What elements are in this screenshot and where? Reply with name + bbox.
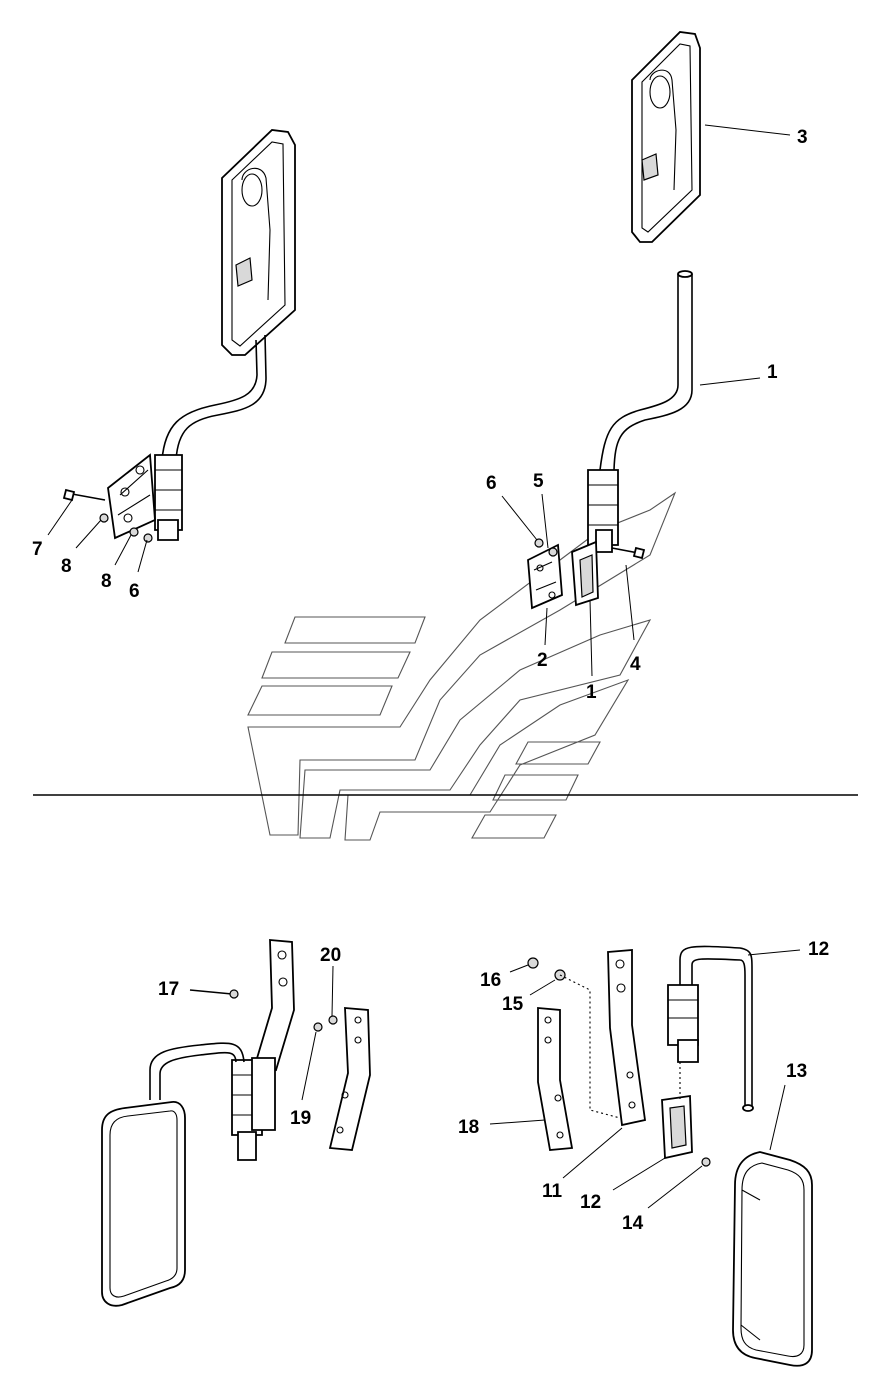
mirror-assembly-right-bottom bbox=[527, 945, 813, 1367]
callout-8: 8 bbox=[61, 556, 72, 577]
callout-6-r: 6 bbox=[486, 473, 497, 494]
mirror-assembly-left-bottom bbox=[101, 939, 371, 1307]
callouts-bottom-right: 12 16 15 13 18 11 12 14 bbox=[458, 939, 829, 1234]
callout-1-b: 1 bbox=[586, 682, 597, 703]
callout-17: 17 bbox=[158, 979, 179, 1000]
callout-8-b: 8 bbox=[101, 571, 112, 592]
callout-16: 16 bbox=[480, 970, 501, 991]
callout-15: 15 bbox=[502, 994, 524, 1015]
callout-3: 3 bbox=[797, 127, 808, 148]
callout-19: 19 bbox=[290, 1108, 311, 1129]
callout-5: 5 bbox=[533, 471, 544, 492]
mirror-arm-right-top bbox=[527, 270, 693, 610]
callout-1: 1 bbox=[767, 362, 778, 383]
callout-14: 14 bbox=[622, 1213, 644, 1234]
mirror-head-right-top bbox=[631, 31, 701, 243]
callouts-top-right: 3 1 6 5 2 4 1 bbox=[486, 127, 808, 703]
watermark-logo bbox=[247, 491, 677, 841]
leader-lines bbox=[47, 124, 801, 1209]
callout-2: 2 bbox=[537, 650, 548, 671]
callout-13: 13 bbox=[786, 1061, 807, 1082]
callout-12-b: 12 bbox=[580, 1192, 601, 1213]
callout-12: 12 bbox=[808, 939, 829, 960]
callouts-bottom-left: 17 20 19 bbox=[158, 945, 341, 1129]
callout-7: 7 bbox=[32, 539, 43, 560]
callout-4: 4 bbox=[630, 654, 641, 675]
mirror-assembly-left-top bbox=[62, 129, 296, 543]
callout-6: 6 bbox=[129, 581, 140, 602]
callout-20: 20 bbox=[320, 945, 341, 966]
callout-11: 11 bbox=[542, 1181, 563, 1202]
callouts-top-left: 7 8 8 6 bbox=[32, 539, 140, 602]
callout-18: 18 bbox=[458, 1117, 479, 1138]
